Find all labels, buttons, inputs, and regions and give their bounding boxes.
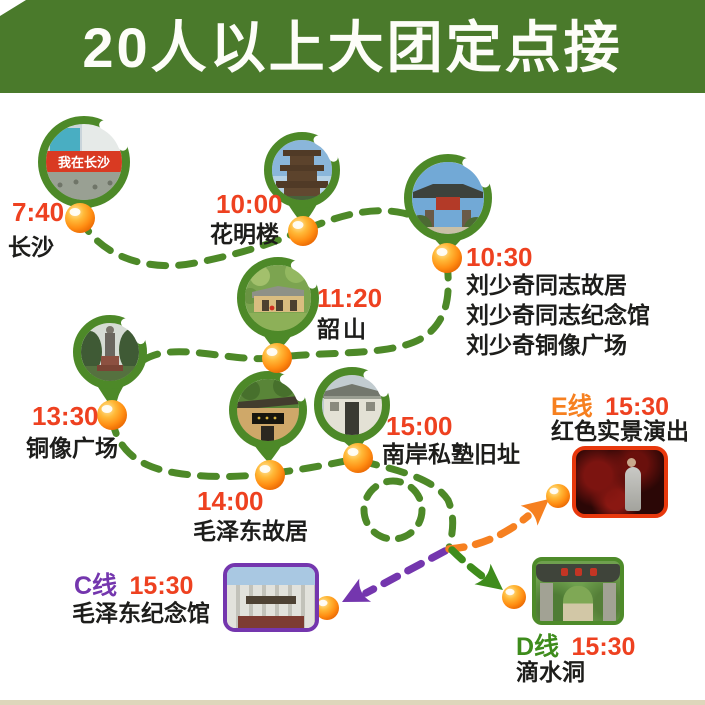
route-leg-changsha-huaminglou (76, 214, 303, 270)
branch-c-time: 15:30 (129, 572, 194, 600)
arrowhead-c-icon (342, 578, 372, 602)
route-leg-liugate-shaoshan (277, 258, 452, 361)
stop-shaoshan-time: 11:20 (317, 283, 383, 313)
photo-e-performer-head (627, 458, 637, 468)
stop-huaminglou-time: 10:00 (216, 189, 283, 219)
stop-changsha-name: 长沙 (8, 234, 54, 260)
photo-d-arch-opening (562, 586, 594, 621)
route-leg-shaoshan-tongxiang (108, 348, 277, 413)
branch-c-header: C线 15:30 (74, 566, 193, 602)
stop-huaminglou-name: 花明楼 (210, 221, 279, 247)
photo-d-inscription-mark (561, 567, 569, 576)
branch-e-name: 红色实景演出 (551, 418, 689, 444)
changsha-banner-text: 我在长沙 (58, 155, 110, 170)
stop-markers (65, 203, 570, 620)
branch-d-line: D线 (516, 633, 560, 661)
photo-d-inscription-mark (575, 567, 583, 576)
stop-shaoshan-name: 韶山 (317, 316, 369, 342)
marker-branch-d (502, 585, 526, 609)
photo-d-pillar-right (603, 582, 616, 621)
page-title: 20人以上大团定点接 (82, 16, 623, 79)
marker-branch-c (315, 596, 339, 620)
corner-notch (0, 0, 26, 16)
stop-liushaoqi-names: 刘少奇同志故居 刘少奇同志纪念馆 刘少奇铜像广场 (466, 270, 650, 360)
marker-tongxiang (97, 400, 127, 430)
photo-mao-memorial-hall (223, 563, 319, 632)
header-banner (0, 0, 705, 93)
branch-line-c (362, 547, 449, 597)
bottom-edge-strip (0, 700, 705, 705)
stop-changsha-time: 7:40 (12, 197, 65, 227)
stop-tongxiang-name: 铜像广场 (26, 435, 118, 461)
branch-d-header: D线 15:30 (516, 627, 635, 663)
stop-liushaoqi-name-3: 刘少奇铜像广场 (466, 332, 627, 358)
route-leg-nanan-junction (357, 457, 457, 552)
huaminglou-pin-photo (272, 140, 332, 200)
photo-d-gate-top (536, 564, 620, 582)
pin-huaminglou (264, 132, 340, 224)
stop-nanan-name: 南岸私塾旧址 (382, 441, 520, 467)
photo-d-inscription-mark (589, 567, 597, 576)
branch-line-d (448, 546, 490, 583)
marker-shaoshan (262, 343, 292, 373)
photo-red-stage-show (572, 446, 668, 518)
marker-huaminglou (288, 216, 318, 246)
stop-nanan-time: 15:00 (386, 411, 453, 441)
marker-changsha (65, 203, 95, 233)
branch-e-time: 15:30 (605, 393, 670, 421)
marker-liushaoqi (432, 243, 462, 273)
pin-mao-residence (229, 371, 307, 463)
branch-d-time: 15:30 (571, 633, 636, 661)
changsha-pin-photo: 我在长沙 (46, 124, 122, 200)
branch-e-line: E线 (551, 393, 593, 421)
photo-c-sky (227, 567, 315, 586)
arrowhead-d-icon (474, 563, 503, 590)
branch-c-name: 毛泽东纪念馆 (72, 600, 210, 626)
marker-nanan (343, 443, 373, 473)
branch-e-header: E线 15:30 (551, 387, 669, 423)
pin-tongxiang (73, 315, 147, 408)
route-leg-tongxiang-maoguju (108, 414, 270, 480)
stop-liushaoqi-name-1: 刘少奇同志故居 (466, 272, 627, 298)
stop-mao-residence-time: 14:00 (197, 486, 264, 516)
photo-c-sign (246, 596, 296, 605)
branch-d-name: 滴水洞 (516, 659, 585, 685)
route-loop (360, 477, 426, 543)
stop-liushaoqi-time: 10:30 (466, 242, 533, 272)
stop-mao-residence-name: 毛泽东故居 (193, 518, 308, 544)
marker-mao-residence (255, 460, 285, 490)
pin-liushaoqi-gate (404, 154, 492, 252)
branch-line-e (445, 512, 532, 553)
arrowhead-e-icon (520, 499, 549, 526)
mao-residence-pin-photo (237, 379, 299, 441)
photo-e-performer-robe (625, 466, 642, 511)
marker-branch-e (546, 484, 570, 508)
pin-shaoshan (237, 257, 319, 352)
pin-nanan-school (314, 367, 390, 452)
photo-c-base (237, 615, 305, 628)
branch-c-line: C线 (74, 572, 118, 600)
stop-tongxiang-time: 13:30 (32, 401, 99, 431)
stop-liushaoqi-name-2: 刘少奇同志纪念馆 (466, 302, 650, 328)
photo-dishuidong-gate (532, 557, 624, 625)
photo-d-pillar-left (540, 582, 553, 621)
route-leg-maoguju-nanan (270, 455, 359, 477)
